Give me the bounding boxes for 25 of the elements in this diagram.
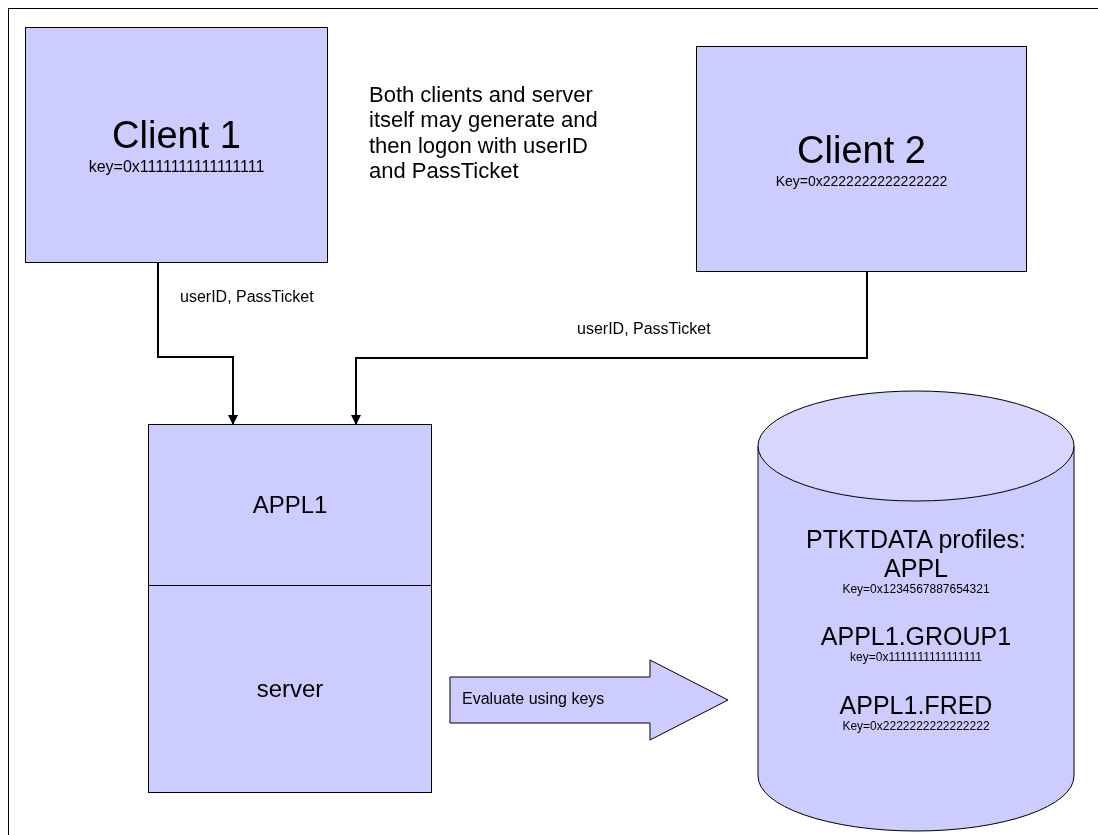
node-title: server xyxy=(256,675,324,703)
key-value: key=0x1111111111111111 xyxy=(850,651,982,665)
note-text: Both clients and server itself may generate and then logon with userID and PassTicket xyxy=(369,82,599,184)
key-value: Key=0x1234567887654321 xyxy=(842,582,990,597)
node-title: APPL1.FRED xyxy=(839,690,993,720)
key-value: Key=0x2222222222222222 xyxy=(842,719,990,734)
node-title: PTKTDATA profiles: xyxy=(806,525,1026,554)
arrow xyxy=(157,262,238,425)
client-box xyxy=(696,46,1027,272)
server-box xyxy=(148,424,432,586)
arrow xyxy=(351,271,868,425)
node-title: Client 2 xyxy=(797,129,926,173)
server-box xyxy=(148,585,432,793)
node-title: Client 1 xyxy=(112,113,241,158)
node-title: APPL1 xyxy=(252,491,328,519)
key-value: key=0x1111111111111111 xyxy=(88,157,265,177)
node-title: APPL1.GROUP1 xyxy=(820,622,1012,652)
key-value: Key=0x2222222222222222 xyxy=(775,172,948,189)
client-box xyxy=(25,27,328,263)
node-title: APPL xyxy=(884,553,948,583)
edge-label: userID, PassTicket xyxy=(577,320,711,338)
block-arrow xyxy=(449,659,729,741)
edge-label: Evaluate using keys xyxy=(462,690,605,708)
edge-label: userID, PassTicket xyxy=(180,288,314,306)
database-cylinder xyxy=(757,390,1075,832)
